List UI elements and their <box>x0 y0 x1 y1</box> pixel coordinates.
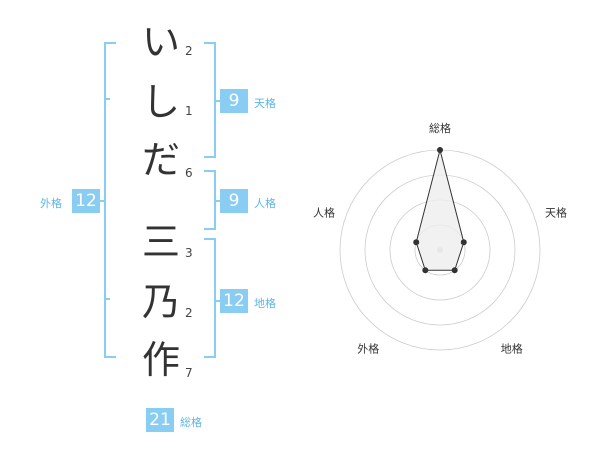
radar-point <box>460 239 467 246</box>
name-char-4: 三 <box>141 220 180 264</box>
radar-axis-label: 天格 <box>545 205 567 219</box>
gai-kaku-value: 12 <box>72 189 100 213</box>
gai-kaku-label: 外格 <box>40 197 62 210</box>
radar-axis-label: 総格 <box>429 121 451 135</box>
radar-point <box>451 267 458 274</box>
name-char-6: 作 <box>141 338 180 382</box>
ten-kaku-label: 天格 <box>254 97 276 110</box>
stroke-count-6: 7 <box>185 366 193 380</box>
name-char-2: し <box>141 80 180 124</box>
stroke-count-2: 1 <box>185 104 193 118</box>
radar-point <box>413 239 420 246</box>
stroke-count-4: 3 <box>185 246 193 260</box>
chi-kaku-label: 地格 <box>254 297 276 310</box>
radar-point <box>437 147 443 153</box>
stroke-count-5: 2 <box>185 306 193 320</box>
chi-kaku-value: 12 <box>220 289 248 313</box>
ten-kaku-value: 9 <box>220 89 248 113</box>
sou-kaku-value: 21 <box>146 408 174 432</box>
jin-kaku-label: 人格 <box>254 197 276 210</box>
stroke-count-3: 6 <box>185 166 193 180</box>
radar-axis-label: 外格 <box>357 342 379 356</box>
radar-point <box>422 267 429 274</box>
radar-polygon <box>415 149 465 271</box>
name-char-1: い <box>141 20 180 64</box>
name-char-5: 乃 <box>141 280 180 324</box>
stroke-count-1: 2 <box>185 44 193 58</box>
jin-kaku-value: 9 <box>220 189 248 213</box>
radar-axis-label: 人格 <box>313 205 335 219</box>
name-char-3: だ <box>141 138 180 182</box>
radar-axis-label: 地格 <box>501 342 523 356</box>
sou-kaku-label: 総格 <box>180 416 202 429</box>
